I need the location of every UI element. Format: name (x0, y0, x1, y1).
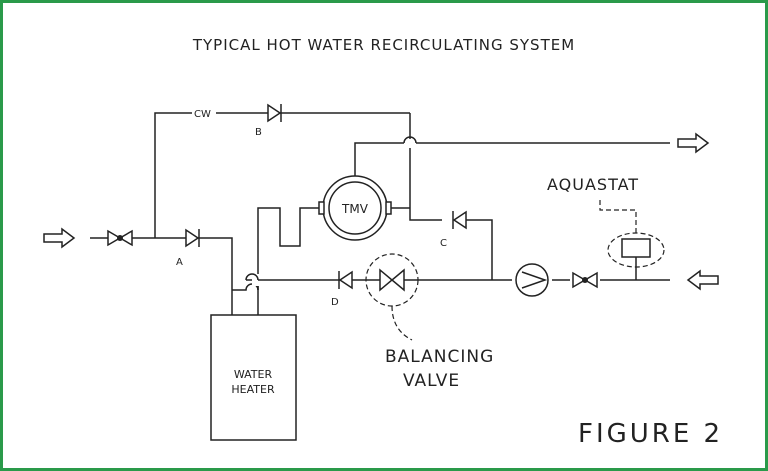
pump-icon (515, 263, 549, 297)
balancing-label-2: VALVE (403, 371, 460, 391)
water-heater (210, 314, 297, 441)
balancing-label-1: BALANCING (385, 347, 494, 367)
cw-drop-line (403, 113, 442, 221)
check-valve-b (267, 103, 282, 123)
label-b: B (255, 127, 262, 138)
heater-outlet-line (257, 207, 320, 290)
label-a: A (176, 257, 183, 268)
shutoff-valve-right (572, 271, 598, 289)
check-valve-a (185, 228, 200, 248)
return-line (232, 279, 670, 291)
diagram-title: TYPICAL HOT WATER RECIRCULATING SYSTEM (192, 36, 575, 54)
label-cw: CW (194, 109, 211, 120)
tmv-label: TMV (341, 202, 369, 216)
check-valve-d (338, 270, 353, 290)
label-d: D (331, 297, 339, 308)
aquastat-label: AQUASTAT (547, 175, 639, 194)
check-valve-c (452, 210, 467, 230)
outlet-arrow-icon (677, 132, 710, 154)
return-arrow-icon (686, 269, 719, 291)
aquastat (599, 200, 665, 280)
shutoff-valve-left (107, 229, 133, 247)
heater-label-1: WATER (234, 368, 273, 381)
inlet-arrow-icon (43, 227, 76, 249)
figure-label: FIGURE 2 (578, 419, 723, 449)
balancing-valve (365, 253, 419, 341)
label-c: C (440, 238, 447, 249)
heater-label-2: HEATER (231, 383, 275, 396)
tmv-valve (318, 175, 392, 241)
